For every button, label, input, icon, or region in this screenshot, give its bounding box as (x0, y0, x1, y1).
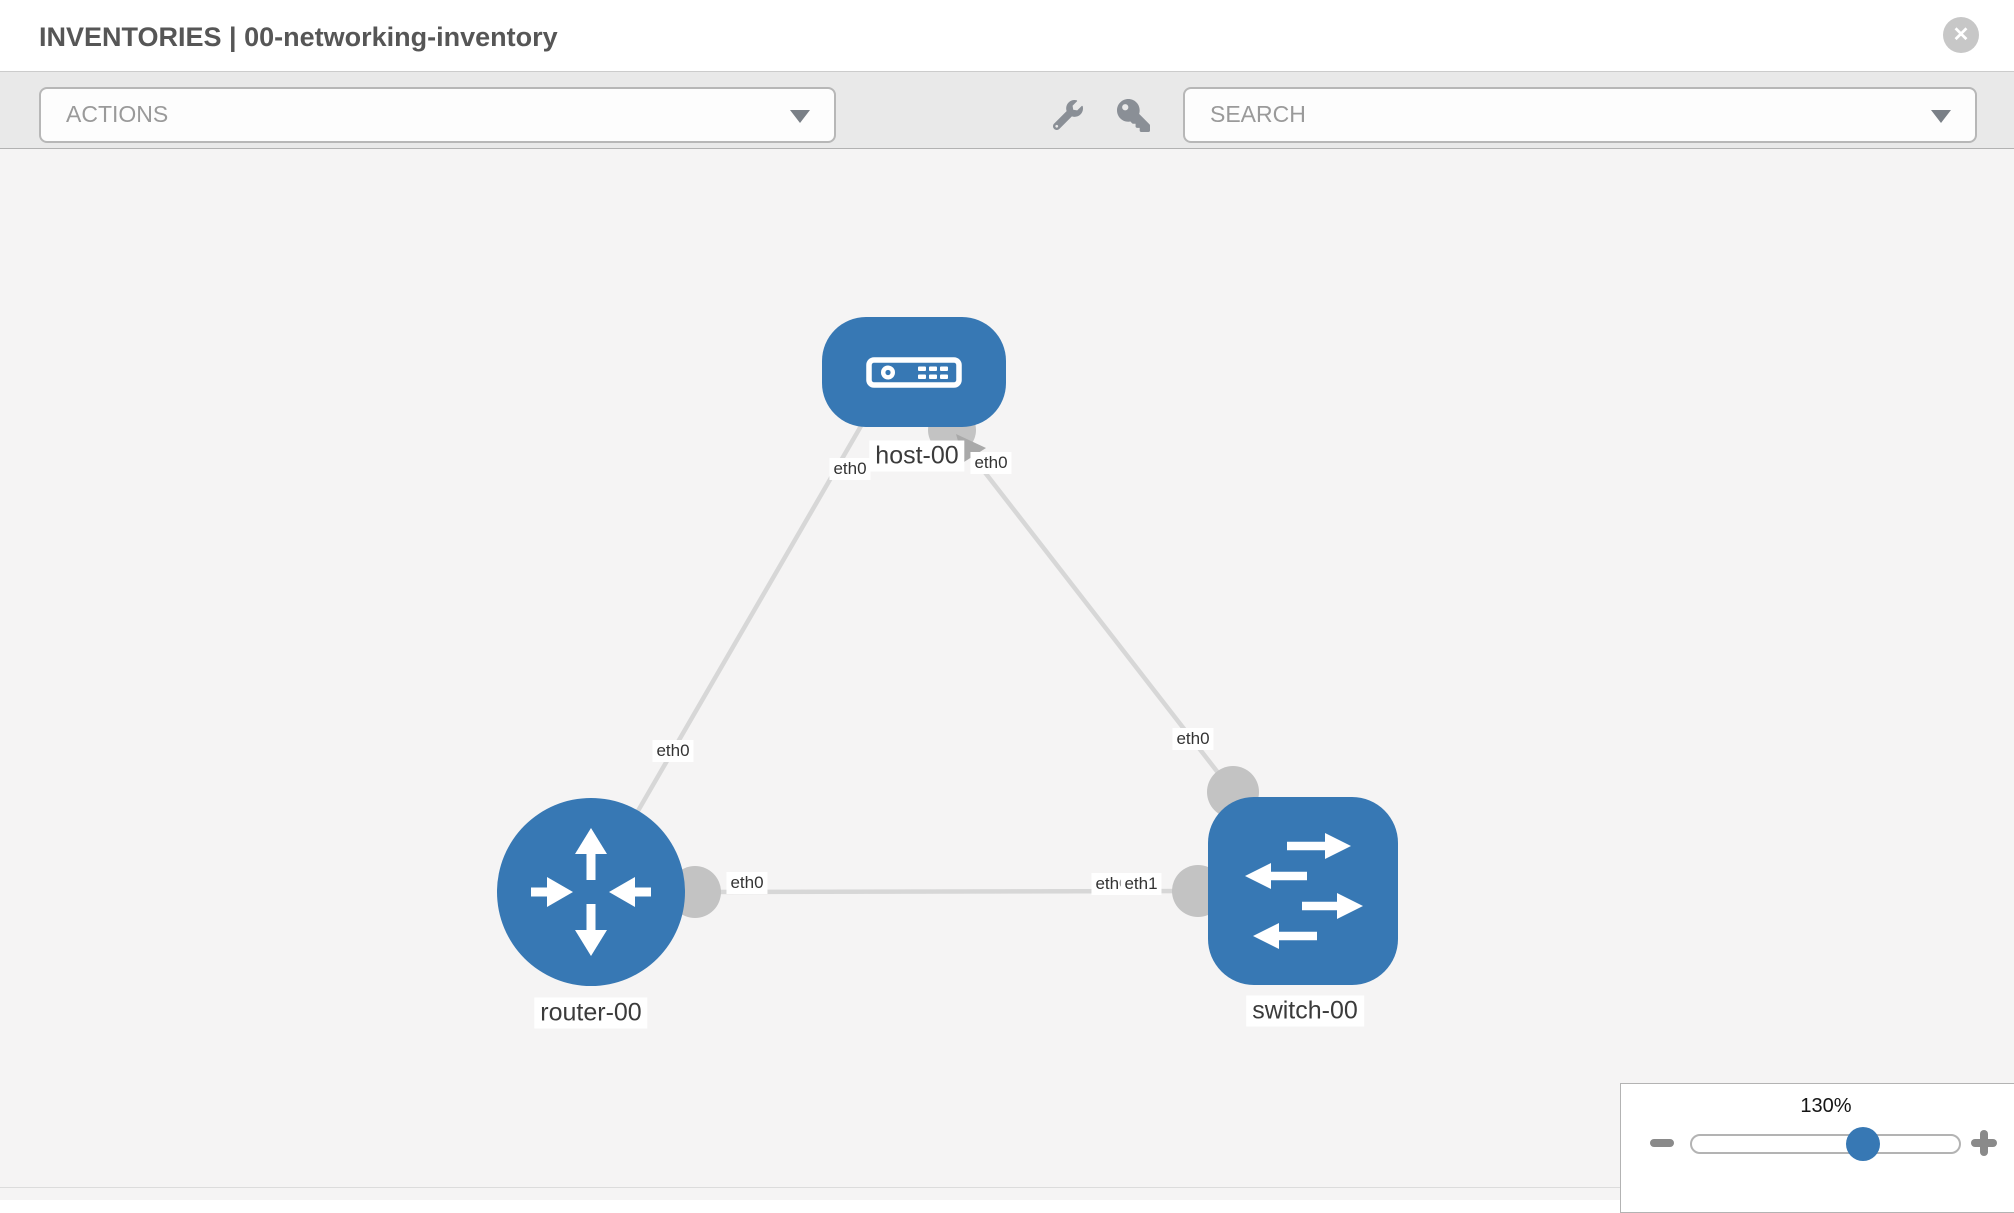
interface-label-router-eth0: eth0 (726, 872, 768, 894)
key-button[interactable] (1117, 99, 1150, 132)
zoom-slider-track[interactable] (1690, 1134, 1961, 1154)
plus-icon (1980, 1130, 1988, 1156)
key-icon (1117, 99, 1150, 132)
close-icon: ✕ (1952, 24, 1970, 46)
host-icon (866, 356, 962, 388)
node-router-00[interactable] (497, 798, 685, 986)
node-label-host-00: host-00 (869, 440, 965, 472)
node-label-router-00: router-00 (534, 997, 648, 1029)
zoom-slider-thumb[interactable] (1846, 1127, 1880, 1161)
router-icon (531, 828, 651, 956)
node-host-00[interactable] (822, 317, 1006, 427)
chevron-down-icon (790, 110, 810, 123)
topology-canvas[interactable]: host-00 router-00 switch-00 eth0 eth0 et… (0, 149, 2014, 1200)
node-switch-00[interactable] (1208, 797, 1398, 985)
interface-label-host-eth0-right: eth0 (970, 452, 1012, 474)
search-dropdown-label: SEARCH (1210, 101, 1306, 127)
node-label-switch-00: switch-00 (1246, 995, 1364, 1027)
page-header: INVENTORIES | 00-networking-inventory ✕ (0, 0, 2014, 71)
wrench-icon (1052, 99, 1083, 131)
zoom-level-label: 130% (1800, 1095, 1852, 1117)
close-button[interactable]: ✕ (1943, 17, 1979, 53)
interface-label-host-eth0-left: eth0 (829, 458, 871, 480)
interface-label-router-eth0-uplink: eth0 (652, 740, 694, 762)
interface-label-switch-eth1: eth1 (1120, 873, 1162, 895)
chevron-down-icon (1931, 110, 1951, 123)
search-dropdown[interactable]: SEARCH (1183, 87, 1977, 143)
actions-dropdown[interactable]: ACTIONS (39, 87, 836, 143)
interface-label-switch-eth0: eth0 (1172, 728, 1214, 750)
zoom-control-panel: 130% (1620, 1083, 2014, 1213)
wrench-button[interactable] (1052, 99, 1083, 131)
topology-links-layer (589, 406, 1259, 918)
page-title: INVENTORIES | 00-networking-inventory (39, 22, 558, 52)
zoom-out-button[interactable] (1650, 1139, 1674, 1147)
switch-icon (1245, 833, 1363, 949)
canvas-bottom-border (0, 1187, 1620, 1188)
zoom-in-button[interactable] (1971, 1130, 1997, 1156)
actions-dropdown-label: ACTIONS (66, 101, 169, 127)
